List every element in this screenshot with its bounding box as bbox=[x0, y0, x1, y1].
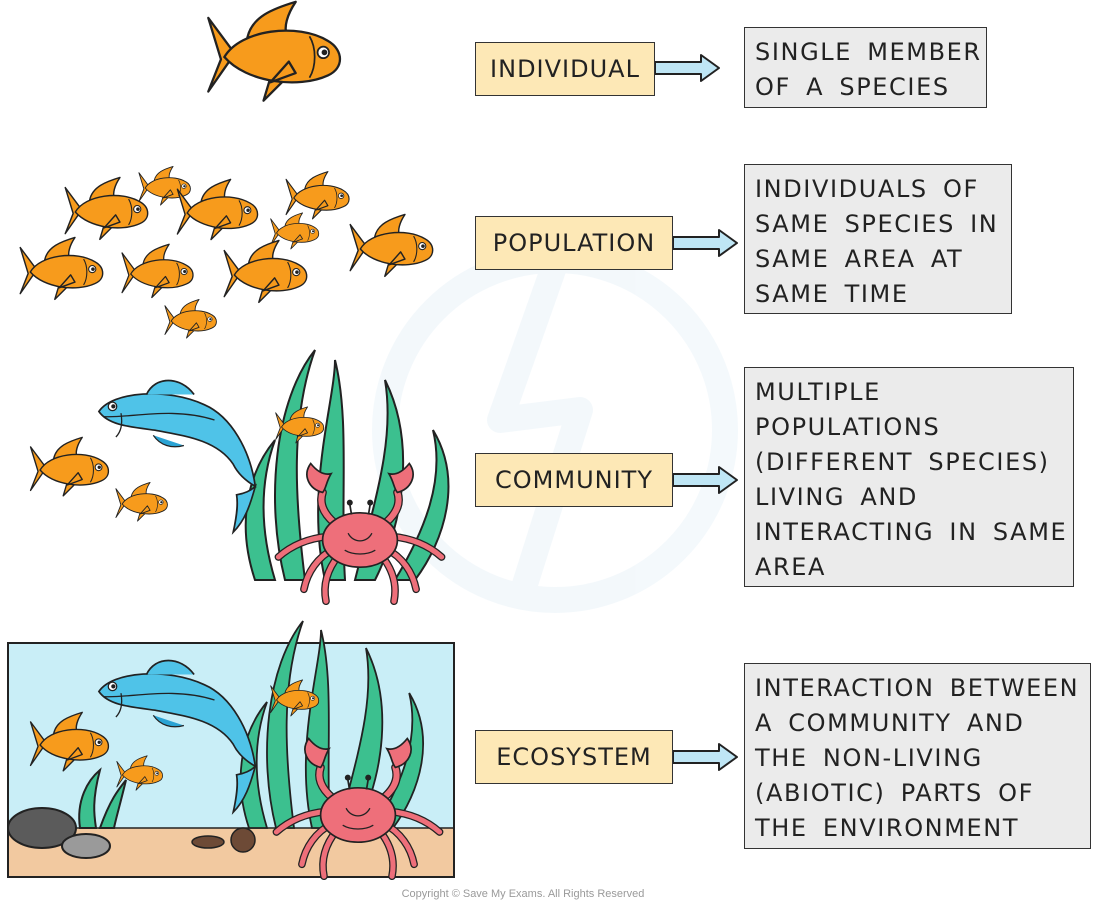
arrow-icon bbox=[672, 743, 738, 771]
individual-goldfish-icon bbox=[207, 0, 342, 102]
copyright-notice: Copyright © Save My Exams. All Rights Re… bbox=[401, 888, 645, 900]
definition-line: MULTIPLE bbox=[755, 378, 881, 406]
arrow-icon bbox=[672, 229, 738, 257]
definition-line: SINGLE MEMBER bbox=[755, 38, 982, 66]
goldfish-icon bbox=[349, 213, 434, 278]
label-individual: INDIVIDUAL bbox=[475, 42, 655, 96]
ecosystem-illustration bbox=[7, 620, 455, 877]
definition-line: THE ENVIRONMENT bbox=[755, 814, 1020, 842]
definition-ecosystem: INTERACTION BETWEEN A COMMUNITY AND THE … bbox=[744, 663, 1091, 849]
definition-population: INDIVIDUALS OF SAME SPECIES IN SAME AREA… bbox=[744, 164, 1012, 314]
watermark-logo bbox=[372, 245, 738, 613]
definition-line: INDIVIDUALS OF bbox=[755, 175, 979, 203]
goldfish-icon bbox=[64, 176, 149, 241]
definition-community: MULTIPLE POPULATIONS (DIFFERENT SPECIES)… bbox=[744, 367, 1074, 587]
definition-line: A COMMUNITY AND bbox=[755, 709, 1025, 737]
definition-line: POPULATIONS bbox=[755, 413, 941, 441]
pebble-icon bbox=[230, 827, 256, 853]
definition-line: SAME TIME bbox=[755, 280, 909, 308]
label-ecosystem: ECOSYSTEM bbox=[475, 730, 673, 784]
definition-line: INTERACTING IN SAME bbox=[755, 518, 1068, 546]
goldfish-icon bbox=[285, 171, 350, 220]
rock-icon bbox=[7, 807, 77, 849]
population-goldfish-school bbox=[19, 165, 434, 339]
definition-line: OF A SPECIES bbox=[755, 73, 950, 101]
definition-line: SAME AREA AT bbox=[755, 245, 964, 273]
goldfish-icon bbox=[115, 481, 168, 522]
pebble-icon bbox=[191, 835, 225, 849]
definition-individual: SINGLE MEMBER OF A SPECIES bbox=[744, 27, 987, 108]
definition-line: SAME SPECIES IN bbox=[755, 210, 999, 238]
definition-line: THE NON-LIVING bbox=[755, 744, 983, 772]
definition-line: LIVING AND bbox=[755, 483, 918, 511]
goldfish-icon bbox=[270, 212, 320, 250]
label-community: COMMUNITY bbox=[475, 453, 673, 507]
rock-icon bbox=[61, 833, 111, 859]
definition-line: AREA bbox=[755, 553, 827, 581]
salmon-fish-icon bbox=[98, 379, 257, 534]
arrow-icon bbox=[654, 54, 720, 82]
goldfish-icon bbox=[19, 236, 104, 301]
goldfish-icon bbox=[223, 239, 308, 304]
goldfish-icon bbox=[29, 436, 110, 497]
label-population: POPULATION bbox=[475, 216, 673, 270]
community-illustration bbox=[29, 349, 450, 601]
goldfish-icon bbox=[164, 298, 217, 339]
definition-line: (ABIOTIC) PARTS OF bbox=[755, 779, 1035, 807]
goldfish-icon bbox=[121, 243, 194, 299]
definition-line: (DIFFERENT SPECIES) bbox=[755, 448, 1050, 476]
definition-line: INTERACTION BETWEEN bbox=[755, 674, 1080, 702]
